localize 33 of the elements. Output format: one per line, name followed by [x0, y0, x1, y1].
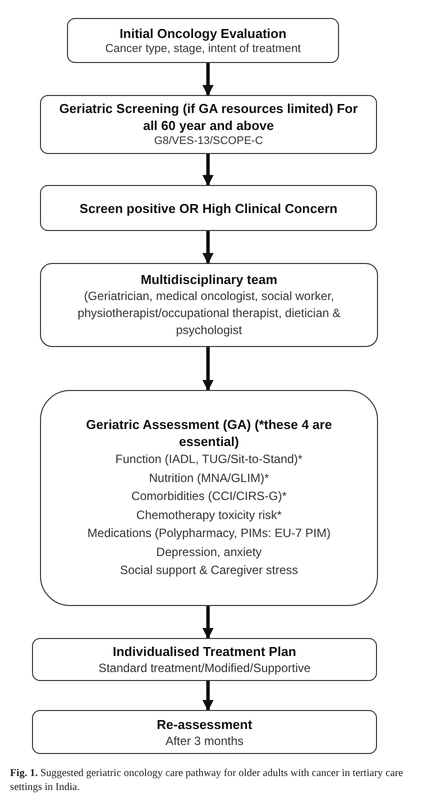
box-text: Comorbidities (CCI/CIRS-G)* — [131, 488, 287, 506]
arrow — [202, 347, 214, 392]
box-text: Cancer type, stage, intent of treatment — [105, 42, 301, 56]
process-box — [67, 18, 339, 63]
box-text: Nutrition (MNA/GLIM)* — [148, 470, 270, 487]
process-box — [32, 710, 377, 754]
box-text: G8/VES-13/SCOPE-C — [154, 134, 263, 149]
arrow — [202, 681, 214, 712]
box-text: Chemotherapy toxicity risk* — [136, 506, 282, 524]
box-heading: Individualised Treatment Plan — [112, 643, 298, 660]
arrow — [202, 231, 214, 264]
box-text: Function (IADL, TUG/Sit-to-Stand)* — [115, 451, 303, 468]
box-text: Standard treatment/Modified/Supportive — [98, 660, 311, 676]
box-heading: Multidisciplinary team — [140, 271, 278, 288]
box-text: Social support & Caregiver stress — [120, 562, 298, 580]
arrow — [202, 63, 214, 96]
box-text: (Geriatrician, medical oncologist, social worker, physiotherapist/occupational therapist, dietician & psychologist — [76, 288, 342, 339]
process-box — [32, 638, 377, 681]
process-box — [40, 185, 377, 231]
arrow — [202, 154, 214, 186]
box-heading: Geriatric Assessment (GA) (*these 4 are essential) — [85, 416, 333, 450]
box-heading: Screen positive OR High Clinical Concern — [78, 200, 338, 216]
box-heading: Geriatric Screening (if GA resources limited) For all 60 year and above — [58, 100, 359, 134]
box-text: Depression, anxiety — [156, 544, 262, 561]
arrow — [202, 606, 214, 640]
process-box — [40, 390, 378, 606]
box-text: After 3 months — [165, 732, 244, 748]
figure-caption: Fig. 1. Suggested geriatric oncology care pathway for older adults with cancer in tertiary care settings in India. — [10, 767, 404, 795]
box-heading: Re-assessment — [156, 716, 254, 732]
box-heading: Initial Oncology Evaluation — [118, 24, 288, 42]
box-text: Medications (Polypharmacy, PIMs: EU-7 PIM) — [87, 525, 331, 542]
process-box — [40, 263, 378, 347]
process-box — [40, 95, 377, 154]
